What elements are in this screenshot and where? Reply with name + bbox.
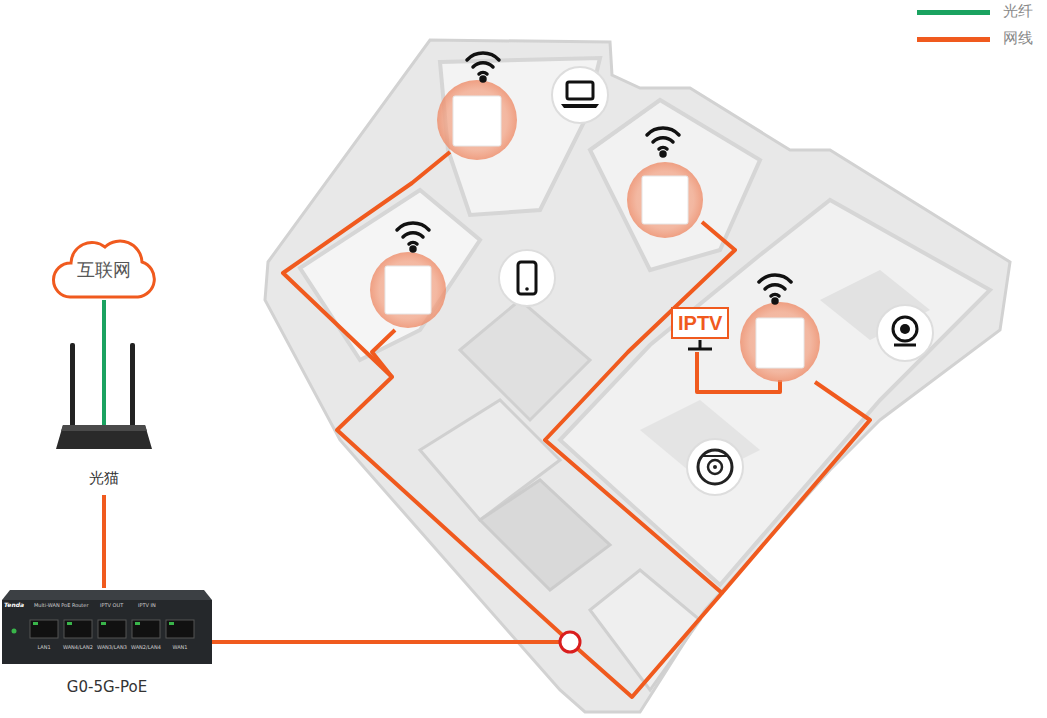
panel-label: LAN1 [37, 645, 50, 651]
cloud-node: 互联网 [48, 236, 160, 300]
legend-swatch [917, 37, 990, 42]
node-label: G0-5G-PoE [67, 678, 147, 696]
junction-marker [560, 632, 580, 652]
access-points [370, 80, 820, 382]
panel-label: WAN4/LAN2 [63, 645, 93, 651]
panel-label: WAN1 [172, 645, 187, 651]
legend-text: 网线 [1003, 31, 1033, 46]
network-cable [212, 152, 870, 697]
cloud-text-area: 互联网 [48, 258, 160, 282]
wifi-icons [397, 53, 791, 303]
node-label: IPTV [678, 311, 722, 335]
panel-label: IPTV IN [138, 603, 156, 609]
brand-logo: Tenda [4, 602, 24, 609]
panel-label: WAN2/LAN4 [131, 645, 161, 651]
connector-line [102, 495, 106, 588]
iptv-box: IPTV [671, 307, 729, 339]
panel-label: Multi-WAN PoE Router [34, 603, 88, 609]
modem-node: 光猫 [55, 425, 153, 495]
legend-swatch [917, 10, 990, 15]
device-caption: G0-5G-PoE [0, 677, 214, 696]
floor-plan [265, 40, 1010, 712]
panel-label: IPTV OUT [100, 603, 123, 609]
device-icons [499, 67, 933, 495]
legend-text: 光纤 [1003, 4, 1033, 19]
node-label: 光猫 [89, 469, 119, 488]
router-device-illustration [0, 588, 214, 668]
node-label: 互联网 [77, 258, 131, 282]
tv-stand [688, 340, 712, 349]
modem-illustration [55, 343, 153, 455]
panel-label: WAN3/LAN3 [97, 645, 127, 651]
connector-line [102, 300, 106, 425]
modem-caption: 光猫 [55, 468, 153, 488]
